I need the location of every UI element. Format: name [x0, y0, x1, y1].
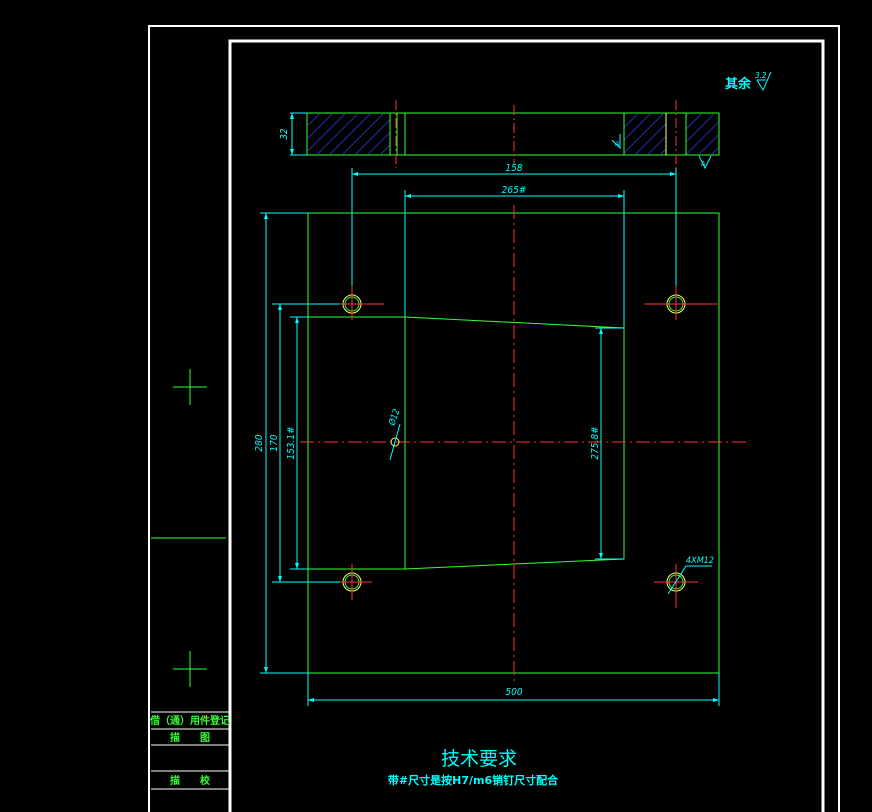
hatch-right-b [686, 114, 718, 154]
hatch-right-a [624, 114, 666, 154]
dim-center-hole: Ø12 [387, 408, 403, 428]
outer-frame [148, 25, 840, 812]
dim-hole-spacing-left: 170 [269, 434, 280, 451]
dim-side-thickness: 32 [279, 128, 290, 140]
top-dimensions [351, 168, 677, 330]
binding-crosshair-bottom [173, 651, 207, 687]
dim-thread-holes: 4XM12 [686, 556, 714, 566]
stamp-row1: 借（通）用件登记 [149, 714, 230, 727]
cavity-outline [308, 316, 625, 570]
stamp-table [151, 711, 230, 790]
stamp-row3: 描 校 [170, 774, 211, 787]
center-hole [390, 437, 400, 447]
surface-finish-label: 其余 [725, 76, 752, 92]
dim-inner-right-height: 275.8# [590, 426, 601, 459]
side-view-outline [306, 112, 720, 156]
side-view: 32 A A [279, 100, 720, 170]
dim-inner-width: 265# [502, 185, 527, 196]
stamp-row2: 描 图 [170, 731, 210, 744]
hatch-left [308, 114, 390, 154]
surface-finish-symbol [756, 71, 772, 92]
inner-border [228, 39, 825, 812]
section-mark-right: A [700, 160, 705, 168]
dim-overall-width: 500 [505, 687, 522, 698]
section-mark-left: A [614, 140, 619, 148]
dim-inner-left-height: 153.1# [286, 426, 297, 459]
binding-crosshair-top [173, 369, 207, 405]
dim-overall-height: 280 [254, 434, 265, 451]
front-view: Ø12 4XM12 [300, 205, 748, 685]
notes-line1: 带#尺寸是按H7/m6销钉尺寸配合 [388, 773, 559, 787]
notes-title: 技术要求 [441, 748, 517, 770]
dim-hole-spacing-top: 158 [505, 163, 522, 174]
right-inner-dimension [595, 327, 624, 560]
surface-finish-value: 3.2 [755, 71, 767, 80]
bottom-dimension [307, 673, 720, 706]
left-dimensions [260, 212, 340, 674]
